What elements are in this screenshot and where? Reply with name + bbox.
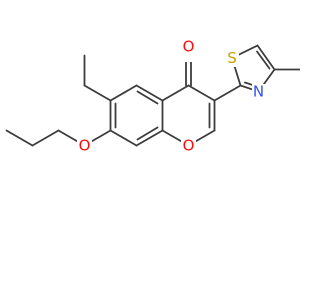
bond-c7-ethyl1	[83, 84, 112, 102]
bond-c8a-c8	[109, 129, 138, 147]
oxygen-atom-carbonyl: O	[183, 38, 195, 56]
bond-c4-c3	[187, 84, 216, 102]
structure-diagram: O O O S N	[5, 38, 300, 155]
o-ether-label-bg	[77, 136, 92, 152]
bond-c4a-c8a-inner	[136, 126, 159, 141]
bond-butyl2-butyl3	[5, 129, 34, 147]
oxygen-atom-ring: O	[183, 137, 195, 155]
bond-c5-c4	[161, 84, 190, 102]
molecule-canvas: O O O S N	[5, 37, 300, 155]
n-label-bg	[252, 84, 266, 100]
bond-c3-c2thiazole	[213, 84, 242, 102]
oxygen-atom-ether: O	[79, 137, 91, 155]
o-ring-label-bg	[181, 136, 196, 152]
o-carbonyl-label-bg	[181, 46, 194, 62]
nitrogen-atom: N	[253, 83, 264, 101]
bond-c5thz-c4thz-inner	[256, 50, 271, 70]
sulfur-atom: S	[227, 49, 237, 67]
atom-label-layer: O O O S N	[77, 38, 266, 155]
bond-c5thz-c4thz	[256, 44, 276, 71]
s-label-bg	[226, 50, 239, 67]
bond-c6-c5-inner	[136, 90, 159, 105]
bond-c7-c6	[109, 84, 138, 102]
bond-c6-c5	[135, 84, 164, 102]
bond-butyl1-butyl2	[31, 129, 60, 147]
bond-c4a-c8a	[135, 129, 164, 147]
